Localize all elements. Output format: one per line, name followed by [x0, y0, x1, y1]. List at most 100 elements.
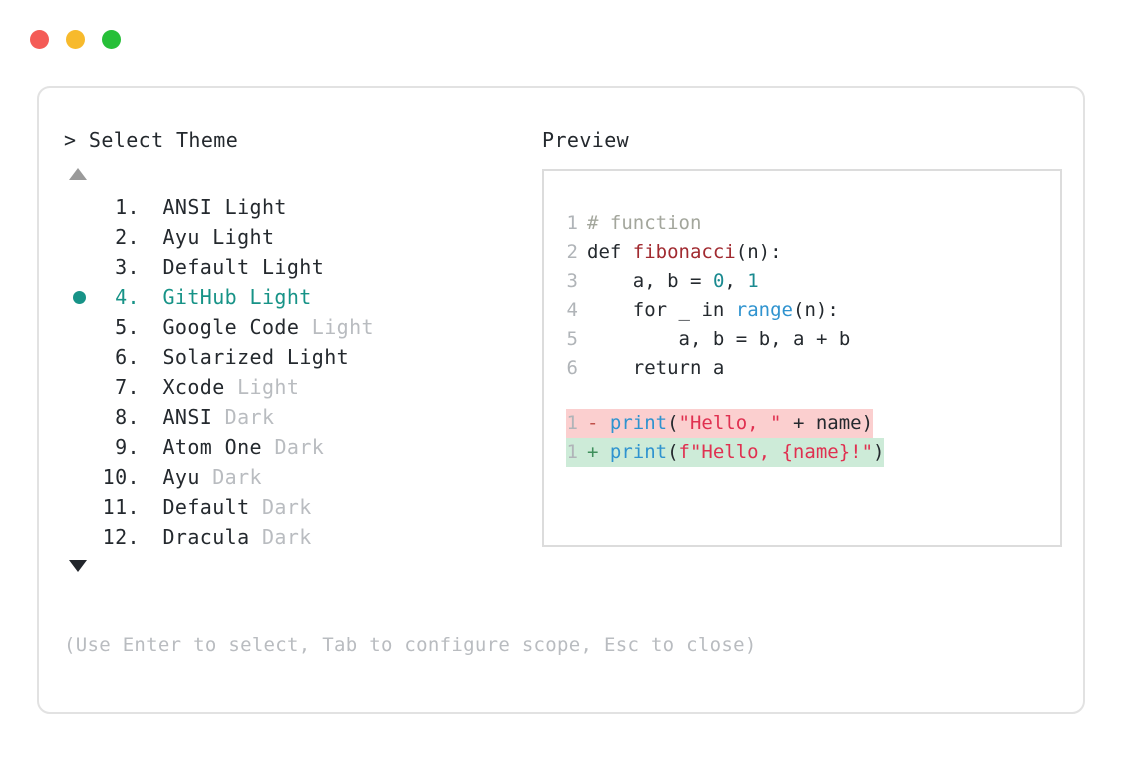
theme-item-name: ANSI: [162, 195, 225, 219]
code-token: [782, 328, 793, 350]
close-dot[interactable]: [30, 30, 49, 49]
code-token: =: [690, 270, 702, 292]
code-spacer: [566, 383, 1060, 409]
code-token: (: [667, 441, 679, 463]
theme-item-name: GitHub: [162, 285, 250, 309]
theme-item-spacer: [140, 435, 162, 459]
code-token: n: [804, 299, 816, 321]
code-token: :: [770, 241, 782, 263]
code-token: 1: [747, 270, 759, 292]
code-token: b: [712, 328, 725, 350]
theme-list-item[interactable]: 5. Google Code Light: [64, 312, 529, 342]
maximize-dot[interactable]: [102, 30, 121, 49]
code-token: [690, 299, 701, 321]
theme-item-index: 12.: [102, 525, 140, 549]
theme-list-item[interactable]: 2. Ayu Light: [64, 222, 529, 252]
code-line: 4 for _ in range(n):: [566, 296, 839, 325]
code-token: [701, 328, 712, 350]
code-token: a: [793, 328, 805, 350]
theme-item-spacer: [140, 405, 162, 429]
theme-list-item[interactable]: 1. ANSI Light: [64, 192, 529, 222]
code-token: a: [678, 328, 690, 350]
theme-list-item[interactable]: 3. Default Light: [64, 252, 529, 282]
theme-item-variant: Dark: [261, 495, 312, 519]
theme-item-name: Dracula: [162, 525, 262, 549]
theme-item-variant: Dark: [274, 435, 325, 459]
code-token: ,: [689, 328, 702, 350]
theme-list-item[interactable]: 11. Default Dark: [64, 492, 529, 522]
code-token: [747, 328, 758, 350]
theme-item-spacer: [140, 315, 162, 339]
theme-item-index: 11.: [102, 495, 140, 519]
code-token: [805, 328, 816, 350]
preview-title: Preview: [542, 128, 630, 152]
code-line: 1# function: [566, 209, 702, 238]
select-theme-prompt: > Select Theme: [64, 128, 239, 152]
code-token: for: [632, 299, 668, 321]
code-token: [724, 299, 735, 321]
code-token: [587, 270, 633, 292]
minimize-dot[interactable]: [66, 30, 85, 49]
code-token: [621, 241, 632, 263]
theme-item-index: 5.: [115, 315, 140, 339]
theme-item-spacer: [140, 525, 162, 549]
line-number: 5: [566, 328, 578, 350]
theme-item-variant: Light: [311, 315, 374, 339]
theme-item-name: Ayu: [162, 225, 213, 249]
code-token: print: [609, 412, 668, 434]
theme-item-variant: Light: [261, 255, 325, 279]
theme-item-index: 9.: [115, 435, 140, 459]
theme-item-variant: Dark: [224, 405, 275, 429]
code-token: b: [667, 270, 679, 292]
code-token: [656, 270, 667, 292]
triangle-up-icon[interactable]: [69, 168, 87, 180]
code-token: ): [861, 412, 874, 434]
triangle-down-icon[interactable]: [69, 560, 87, 572]
theme-item-variant: Light: [212, 225, 275, 249]
theme-item-index: 1.: [115, 195, 140, 219]
code-token: [736, 270, 747, 292]
code-token: return: [632, 357, 702, 379]
code-token: ): [758, 241, 771, 263]
selected-bullet-icon: [72, 290, 86, 304]
theme-item-name: Default: [162, 255, 262, 279]
line-number: 6: [566, 357, 578, 379]
theme-item-spacer: [140, 285, 162, 309]
theme-list-item[interactable]: 4. GitHub Light: [64, 282, 529, 312]
code-token: n: [747, 241, 759, 263]
diff-marker: +: [587, 441, 610, 463]
theme-item-index: 2.: [115, 225, 140, 249]
line-number: 1: [566, 441, 578, 463]
theme-item-variant: Dark: [212, 465, 262, 489]
theme-item-index: 4.: [115, 285, 140, 309]
theme-item-variant: Light: [237, 375, 300, 399]
line-number: 3: [566, 270, 578, 292]
theme-item-name: ANSI: [162, 405, 225, 429]
theme-item-spacer: [140, 195, 162, 219]
code-token: def: [587, 241, 622, 263]
line-number: 1: [566, 412, 578, 434]
code-token: [701, 270, 712, 292]
code-token: b: [838, 328, 851, 350]
theme-list-item[interactable]: 7. Xcode Light: [64, 372, 529, 402]
theme-list-item[interactable]: 6. Solarized Light: [64, 342, 529, 372]
theme-item-name: Xcode: [162, 375, 238, 399]
theme-list-item[interactable]: 9. Atom One Dark: [64, 432, 529, 462]
theme-item-spacer: [140, 345, 162, 369]
theme-item-variant: Light: [249, 285, 312, 309]
theme-item-name: Atom One: [162, 435, 275, 459]
theme-list-item[interactable]: 10. Ayu Dark: [64, 462, 529, 492]
theme-list-item[interactable]: 8. ANSI Dark: [64, 402, 529, 432]
line-number: 4: [566, 299, 578, 321]
code-token: range: [735, 299, 793, 321]
theme-item-name: Solarized: [162, 345, 287, 369]
code-token: "Hello, ": [678, 412, 782, 434]
theme-item-index: 10.: [102, 465, 140, 489]
code-token: b: [758, 328, 771, 350]
code-token: [587, 299, 633, 321]
theme-list-item[interactable]: 12. Dracula Dark: [64, 522, 529, 552]
code-token: [679, 270, 690, 292]
